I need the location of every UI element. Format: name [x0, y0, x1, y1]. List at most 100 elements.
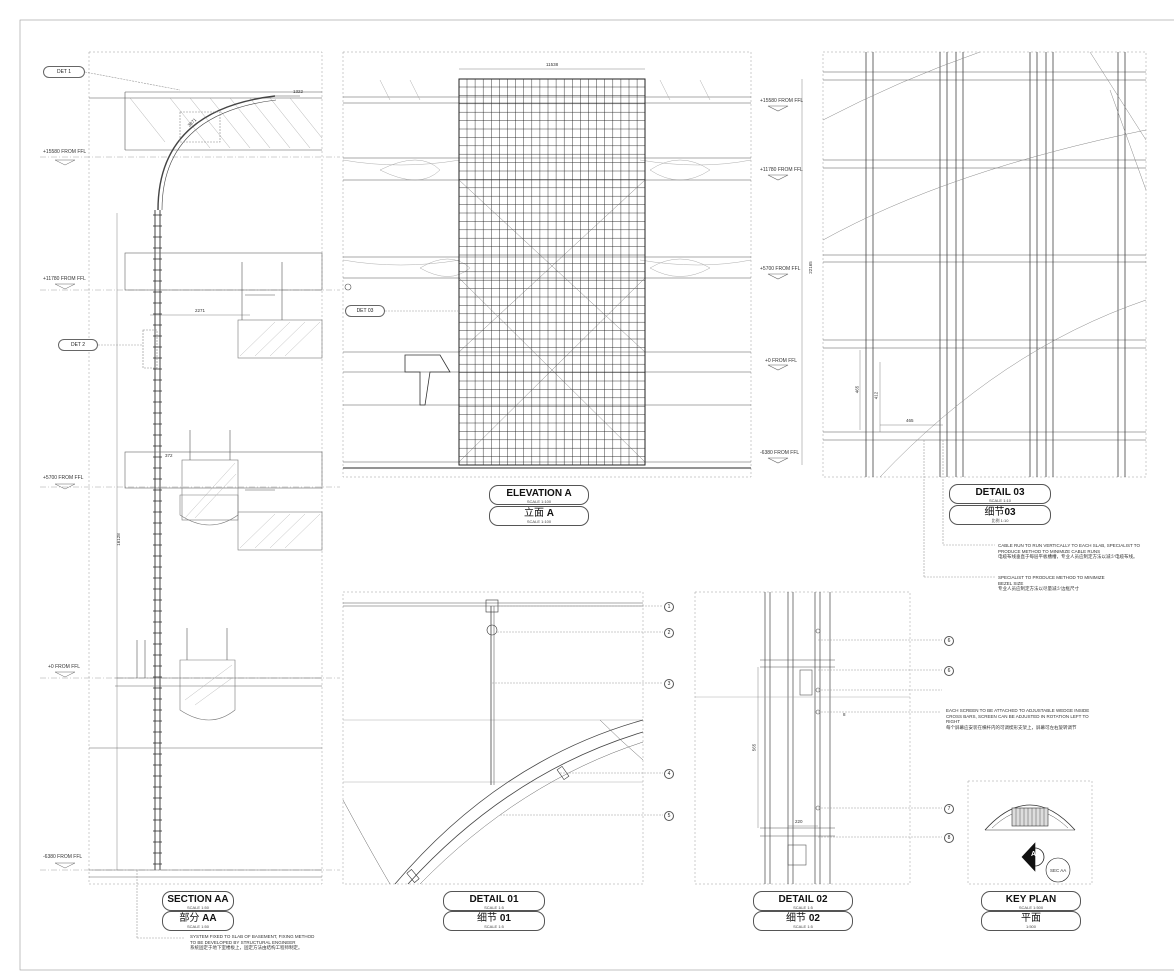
rail-dim: 372	[165, 453, 173, 458]
section-aa-cn-scale: SCALE 1:50	[186, 924, 209, 929]
level-label-15580: +15580 FROM FFL	[43, 149, 87, 155]
section-aa-title-text: SECTION AA	[167, 894, 229, 905]
key-plan-marker: A	[1031, 851, 1037, 858]
detail-01-cn-text: 细节 01	[444, 913, 544, 924]
level-label-minus-6380: -6380 FROM FFL	[43, 854, 83, 860]
detail-02-cn-title: 细节 02 SCALE 1:5	[753, 911, 853, 931]
callout-6a: 6	[944, 636, 954, 646]
key-plan-section-label: SEC AA	[1050, 868, 1067, 873]
section-aa-scale: SCALE 1:50	[186, 905, 209, 910]
sheet-border	[19, 19, 1174, 971]
detail-02-title: DETAIL 02 SCALE 1:5	[753, 891, 853, 911]
basement-note: SYSTEM FIXED TO SLAB OF BASEMENT, FIXING…	[190, 934, 320, 951]
key-plan-cn-text: 平面	[1021, 913, 1041, 924]
callout-7: 7	[944, 804, 954, 814]
detail-03-h1-dim: 412	[873, 391, 879, 400]
detail-01-scale: SCALE 1:5	[484, 905, 504, 910]
elevation-a-title: ELEVATION A SCALE 1:100	[489, 485, 589, 505]
detail-03-cn-title: 细节03 比例 1:10	[949, 505, 1051, 525]
detail-01-cn-scale: SCALE 1:5	[484, 924, 504, 929]
detail-02-cn-word: 细节	[786, 913, 807, 924]
detail-01-title-text: DETAIL 01	[469, 894, 519, 905]
level-label-0: +0 FROM FFL	[48, 664, 81, 670]
det-2-tag: DET 2	[58, 339, 98, 351]
detail-01-title: DETAIL 01 SCALE 1:5	[443, 891, 545, 911]
screen-attach-note: EACH SCREEN TO BE ATTACHED TO ADJUSTABLE…	[946, 708, 1096, 730]
elevation-height-dim: 22165	[807, 261, 813, 274]
key-plan-title-text: KEY PLAN	[1005, 894, 1057, 905]
detail-03-title-text: DETAIL 03	[975, 487, 1025, 498]
detail-01-cn-title: 细节 01 SCALE 1:5	[443, 911, 545, 931]
cable-run-note: CABLE RUN TO RUN VERTICALLY TO EACH SLAB…	[998, 543, 1148, 560]
callout-4: 4	[664, 769, 674, 779]
basement-note-cn: 系统固定于地下室楼板上，固定方法由结构工程师制定。	[190, 945, 303, 951]
section-aa-cn-code: AA	[202, 913, 217, 924]
section-aa-cn-title: 部分 AA SCALE 1:50	[162, 911, 234, 931]
detail-03-cn-code: 03	[1004, 507, 1016, 518]
callout-8: 8	[944, 833, 954, 843]
screen-attach-note-en: EACH SCREEN TO BE ATTACHED TO ADJUSTABLE…	[946, 708, 1090, 725]
bezel-note: SPECIALIST TO PRODUCE METHOD TO MINIMIZE…	[998, 575, 1118, 592]
detail-03-h2-dim: 465	[854, 385, 860, 394]
screen-attach-note-cn: 每个屏幕应安装在横杆内的可调楔形支架上，屏幕可左右旋转调节	[946, 724, 1077, 730]
detail-02-width-dim: 220	[795, 819, 803, 824]
detail-02-cn-code: 02	[808, 913, 820, 924]
key-plan-cn-scale: 1:500	[1025, 924, 1036, 929]
basement-note-en: SYSTEM FIXED TO SLAB OF BASEMENT, FIXING…	[190, 934, 315, 945]
elevation-a-cn-code: A	[546, 508, 554, 519]
elevation-a-cn-text: 立面 A	[490, 508, 588, 519]
detail-03-width-dim: 465	[906, 418, 914, 423]
level-label-right-minus-6380: -6380 FROM FFL	[760, 450, 800, 456]
key-plan-scale: SCALE 1:500	[1018, 905, 1044, 910]
elevation-a-cn-word: 立面	[523, 508, 544, 519]
elevation-a-scale: SCALE 1:100	[526, 499, 552, 504]
elevation-a-cn-title: 立面 A SCALE 1:100	[489, 506, 589, 526]
level-label-right-15580: +15580 FROM FFL	[760, 98, 804, 104]
section-aa-frame	[88, 51, 323, 885]
cable-run-note-en: CABLE RUN TO RUN VERTICALLY TO EACH SLAB…	[998, 543, 1140, 554]
det-03-tag: DET 03	[345, 305, 385, 317]
section-aa-cn-text: 部分 AA	[163, 913, 233, 924]
callout-5: 5	[664, 811, 674, 821]
elevation-a-frame	[342, 51, 752, 478]
detail-02-cn-scale: SCALE 1:5	[793, 924, 813, 929]
detail-01-frame	[342, 591, 644, 885]
callout-3: 3	[664, 679, 674, 689]
key-plan-title: KEY PLAN SCALE 1:500	[981, 891, 1081, 911]
level-label-right-5700: +5700 FROM FFL	[760, 266, 801, 272]
key-plan-cn-title: 平面 1:500	[981, 911, 1081, 931]
key-plan-drawing	[984, 804, 1076, 883]
detail-02-scale: SCALE 1:5	[793, 905, 813, 910]
elevation-width-dim: 11538	[546, 62, 559, 67]
detail-03-title: DETAIL 03 SCALE 1:10	[949, 484, 1051, 504]
detail-03-frame	[822, 51, 1147, 478]
cable-run-note-cn: 电缆布线垂直于每层平板槽槽，专业人员应制定方法以减少电缆布线。	[998, 554, 1138, 560]
callout-1: 1	[664, 602, 674, 612]
detail-02-cn-text: 细节 02	[754, 913, 852, 924]
detail-02-small-dim: 8	[843, 712, 846, 717]
detail-01-drawing	[342, 599, 663, 885]
level-label-right-11780: +11780 FROM FFL	[760, 167, 803, 173]
detail-02-frame	[694, 591, 911, 885]
detail-02-title-text: DETAIL 02	[778, 894, 828, 905]
section-aa-cn-word: 部分	[179, 913, 200, 924]
section-aa-title: SECTION AA SCALE 1:50	[162, 891, 234, 911]
section-height-dim: 16128	[115, 533, 121, 546]
bezel-note-en: SPECIALIST TO PRODUCE METHOD TO MINIMIZE…	[998, 575, 1105, 586]
level-label-5700: +5700 FROM FFL	[43, 475, 84, 481]
level-label-11780: +11780 FROM FFL	[43, 276, 86, 282]
detail-03-drawing	[822, 51, 1147, 578]
detail-03-cn-text: 细节03	[950, 507, 1050, 518]
section-aa-drawing	[40, 71, 340, 939]
det-1-tag: DET 1	[43, 66, 85, 78]
elevation-a-title-text: ELEVATION A	[506, 488, 572, 499]
detail-02-height-dim: 565	[751, 743, 757, 752]
elevation-a-cn-scale: SCALE 1:100	[526, 519, 552, 524]
top-dim: 1322	[293, 89, 304, 94]
bezel-note-cn: 专业人员应制定方法以尽量减少边框尺寸	[998, 586, 1079, 592]
detail-01-cn-code: 01	[499, 913, 511, 924]
detail-03-cn-word: 细节	[984, 507, 1005, 518]
elevation-a-drawing	[342, 68, 803, 469]
